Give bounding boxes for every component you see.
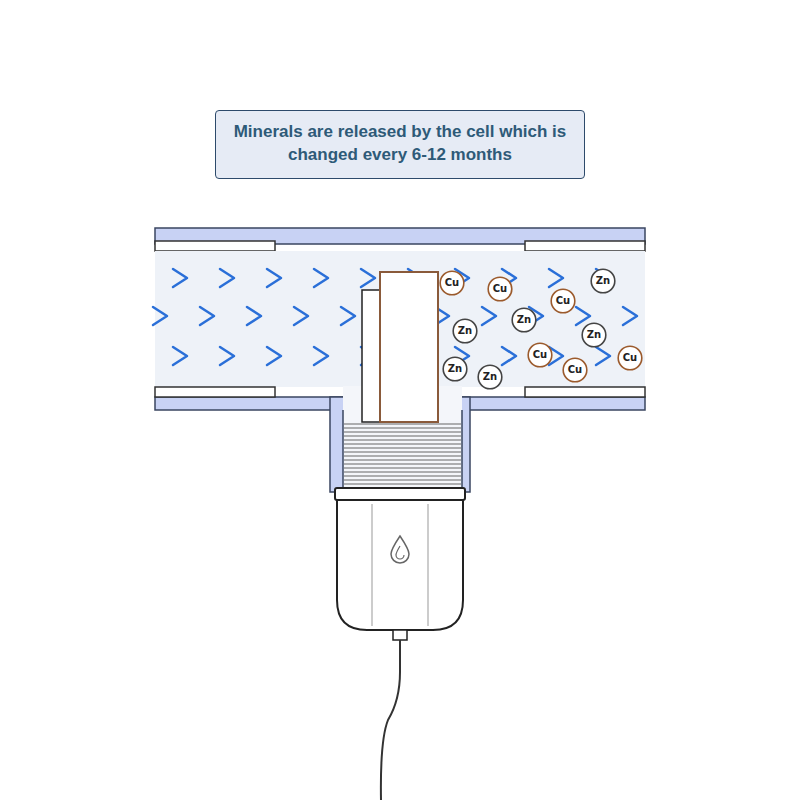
thread-line <box>344 480 461 481</box>
ion-symbol: Cu <box>623 353 637 363</box>
thread-line <box>344 432 461 433</box>
ion-outline <box>512 308 536 332</box>
flow-chevron <box>247 307 261 325</box>
ion-symbol: Cu <box>556 296 570 306</box>
ion-outline <box>551 289 575 313</box>
flow-chevron <box>220 347 234 365</box>
thread-line <box>344 448 461 449</box>
thread-line <box>344 428 461 429</box>
tee-edge <box>342 410 344 492</box>
pipe-insert <box>155 387 275 397</box>
flow-chevron <box>482 307 496 325</box>
thread-line <box>344 440 461 441</box>
ion-outline <box>478 365 502 389</box>
ion-outline <box>582 323 606 347</box>
ion-symbol: Cu <box>445 278 459 288</box>
logo-drop <box>391 536 409 563</box>
cap-ridge <box>428 504 429 626</box>
ion-outline <box>453 319 477 343</box>
flow-chevron <box>173 347 187 365</box>
mineral-ion: Zn <box>452 318 478 344</box>
ion-symbol: Cu <box>533 350 547 360</box>
mineral-ion: Cu <box>617 345 643 371</box>
flow-chevron <box>267 347 281 365</box>
pipe-insert <box>525 387 645 397</box>
mineral-ion: Cu <box>527 342 553 368</box>
flow-chevron <box>314 347 328 365</box>
flow-chevron <box>173 269 187 287</box>
logo-drop <box>396 546 404 559</box>
ion-symbol: Zn <box>448 364 462 374</box>
caption-box: Minerals are released by the cell which … <box>215 110 585 179</box>
ion-outline <box>563 358 587 382</box>
flow-chevron <box>623 307 637 325</box>
thread-line <box>344 460 461 461</box>
thread-line <box>344 472 461 473</box>
thread-line <box>344 456 461 457</box>
electrode-plate <box>362 290 380 422</box>
cap-collar <box>335 488 465 500</box>
mineral-ion: Cu <box>550 288 576 314</box>
pipe-insert <box>155 241 275 251</box>
flow-chevron <box>341 307 355 325</box>
thread-line <box>344 468 461 469</box>
flow-chevron <box>314 269 328 287</box>
mineral-ion: Zn <box>590 268 616 294</box>
flow-chevron <box>200 307 214 325</box>
flow-chevron <box>576 307 590 325</box>
power-cable <box>381 640 400 800</box>
screw-threads <box>344 424 461 488</box>
flow-chevron <box>267 269 281 287</box>
ion-symbol: Cu <box>568 365 582 375</box>
ion-outline <box>440 271 464 295</box>
thread-line <box>344 464 461 465</box>
ion-symbol: Zn <box>587 330 601 340</box>
ion-symbol: Zn <box>596 276 610 286</box>
thread-line <box>344 476 461 477</box>
mineral-ion: Cu <box>487 276 513 302</box>
mineral-ion: Zn <box>511 307 537 333</box>
ion-outline <box>488 277 512 301</box>
mineral-ion: Zn <box>477 364 503 390</box>
flow-chevron <box>220 269 234 287</box>
ion-outline <box>528 343 552 367</box>
thread-line <box>344 452 461 453</box>
flow-chevron <box>361 269 375 287</box>
mineral-cell <box>380 272 438 422</box>
mineral-ion: Zn <box>581 322 607 348</box>
flow-chevron <box>294 307 308 325</box>
pipe-insert <box>525 241 645 251</box>
ion-symbol: Cu <box>493 284 507 294</box>
cell-cap <box>337 500 463 630</box>
ion-symbol: Zn <box>483 372 497 382</box>
thread-line <box>344 424 461 425</box>
thread-line <box>344 484 461 485</box>
ion-symbol: Zn <box>517 315 531 325</box>
flow-chevron <box>153 307 167 325</box>
flow-chevron <box>549 269 563 287</box>
ion-outline <box>591 269 615 293</box>
thread-line <box>344 444 461 445</box>
caption-text: Minerals are released by the cell which … <box>230 121 570 167</box>
flow-chevron <box>502 347 516 365</box>
strain-relief <box>393 630 407 640</box>
mineral-ion: Cu <box>562 357 588 383</box>
thread-line <box>344 436 461 437</box>
ion-symbol: Zn <box>458 326 472 336</box>
tee-edge <box>461 410 463 492</box>
flow-chevron <box>596 347 610 365</box>
ion-outline <box>618 346 642 370</box>
mineral-ion: Cu <box>439 270 465 296</box>
cap-ridge <box>372 504 373 626</box>
mineral-ion: Zn <box>442 356 468 382</box>
ion-outline <box>443 357 467 381</box>
